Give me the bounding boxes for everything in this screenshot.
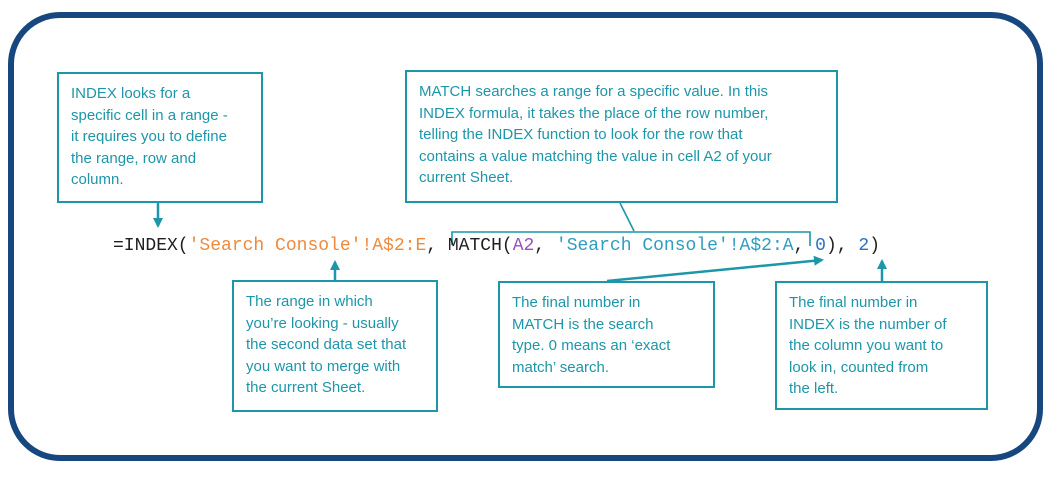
formula-segment: 2 bbox=[858, 236, 870, 256]
callout-range-explanation-text: The range in which you’re looking - usua… bbox=[246, 293, 407, 396]
callout-match-type-explanation-text: The final number in MATCH is the search … bbox=[512, 294, 671, 376]
callout-index-definition-text: INDEX looks for a specific cell in a ran… bbox=[71, 85, 228, 188]
formula-segment: 'Search Console'!A$2:A bbox=[555, 236, 794, 256]
formula-segment: ) bbox=[869, 236, 880, 256]
callout-index-column-explanation-text: The final number in INDEX is the number … bbox=[789, 294, 947, 397]
formula-segment: 0 bbox=[815, 236, 826, 256]
formula-segment: , bbox=[426, 236, 448, 256]
formula-segment: , bbox=[534, 236, 556, 256]
formula-line: =INDEX('Search Console'!A$2:E, MATCH(A2,… bbox=[113, 236, 880, 256]
callout-index-definition: INDEX looks for a specific cell in a ran… bbox=[57, 72, 263, 203]
formula-segment: A2 bbox=[512, 236, 535, 256]
formula-segment: , bbox=[793, 236, 816, 256]
callout-index-column-explanation: The final number in INDEX is the number … bbox=[775, 281, 988, 410]
outer-border-frame bbox=[8, 12, 1043, 461]
formula-segment: ), bbox=[825, 236, 859, 256]
callout-match-definition: MATCH searches a range for a specific va… bbox=[405, 70, 838, 203]
callout-match-type-explanation: The final number in MATCH is the search … bbox=[498, 281, 715, 388]
formula-segment: 'Search Console'!A$2:E bbox=[188, 236, 427, 256]
formula-segment: MATCH( bbox=[447, 236, 513, 256]
formula-segment: =INDEX( bbox=[113, 236, 189, 256]
callout-range-explanation: The range in which you’re looking - usua… bbox=[232, 280, 438, 412]
callout-match-definition-text: MATCH searches a range for a specific va… bbox=[419, 83, 772, 186]
